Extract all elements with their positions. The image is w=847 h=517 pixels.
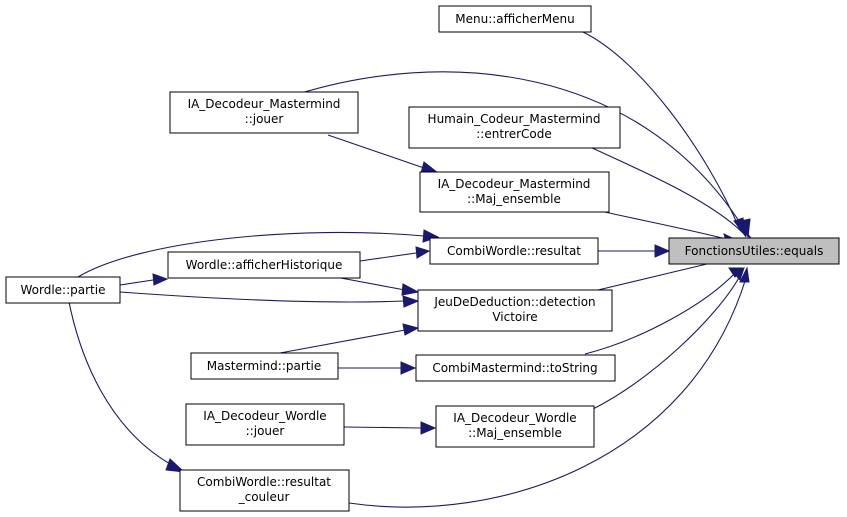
node-ia-decodeur-wordle-jouer[interactable]: IA_Decodeur_Wordle ::jouer [185, 403, 345, 446]
edge-cm-tostring-to-equals [584, 271, 737, 355]
node-label: Wordle::partie [21, 283, 106, 297]
node-label-line2: Victoire [492, 310, 537, 324]
edge-wordle-partie-to-historique [119, 279, 154, 286]
arrowhead [165, 458, 186, 473]
node-label-line1: IA_Decodeur_Wordle [203, 409, 326, 423]
node-ia-decodeur-wordle-maj-ensemble[interactable]: IA_Decodeur_Wordle ::Maj_ensemble [435, 405, 595, 448]
node-label: CombiWordle::resultat [447, 244, 581, 258]
arrowhead [400, 361, 417, 375]
node-combimastermind-tostring[interactable]: CombiMastermind::toString [415, 354, 616, 382]
arrowhead [732, 267, 745, 281]
node-label-line2: ::Maj_ensemble [468, 426, 562, 440]
node-ia-decodeur-mastermind-jouer[interactable]: IA_Decodeur_Mastermind ::jouer [169, 91, 359, 134]
node-jeudededuction-detectionvictoire[interactable]: JeuDeDeduction::detection Victoire [417, 289, 613, 332]
arrowhead [420, 161, 440, 174]
node-label-line2: ::jouer [246, 424, 285, 438]
arrowhead [401, 283, 420, 296]
node-humain-codeur-mastermind-entrercode[interactable]: Humain_Codeur_Mastermind ::entrerCode [408, 106, 621, 149]
edge-wordle-partie-to-cw-couleur [67, 296, 173, 466]
edge-menu-to-equals [582, 31, 741, 231]
node-label-line1: CombiWordle::resultat [197, 475, 331, 489]
node-wordle-partie[interactable]: Wordle::partie [5, 276, 121, 304]
arrowhead [739, 266, 750, 283]
node-mastermind-partie[interactable]: Mastermind::partie [190, 352, 339, 380]
node-fonctionsutiles-equals[interactable]: FonctionsUtiles::equals [668, 237, 840, 265]
arrowhead [402, 323, 420, 336]
edge-wordle-partie-to-cw-resultat [77, 231, 425, 278]
edges-layer [67, 31, 747, 508]
node-label-line1: IA_Decodeur_Mastermind [438, 177, 591, 191]
edge-wordle-partie-to-detection [119, 291, 405, 303]
arrowhead [402, 295, 420, 308]
node-label-line1: IA_Decodeur_Mastermind [188, 97, 341, 111]
node-label-line1: Humain_Codeur_Mastermind [428, 112, 601, 126]
edge-ia-w-maj-to-equals [592, 275, 741, 410]
arrowhead [415, 246, 431, 259]
nodes-layer: FonctionsUtiles::equals Menu::afficherMe… [5, 5, 840, 512]
node-label: Wordle::afficherHistorique [186, 258, 343, 272]
edge-mm-partie-to-detection [279, 329, 406, 354]
node-label: CombiMastermind::toString [432, 361, 597, 375]
edge-ia-mm-jouer-to-maj [327, 134, 425, 169]
edge-ia-mm-maj-to-equals [599, 210, 731, 241]
node-label: Mastermind::partie [207, 359, 321, 373]
arrowhead [740, 218, 751, 239]
node-wordle-afficherhistorique[interactable]: Wordle::afficherHistorique [167, 251, 361, 279]
node-combiwordle-resultat-couleur[interactable]: CombiWordle::resultat _couleur [179, 469, 350, 512]
node-label: FonctionsUtiles::equals [685, 244, 824, 258]
node-label: Menu::afficherMenu [455, 12, 574, 26]
edge-ia-w-jouer-to-maj [343, 426, 422, 429]
node-label-line1: IA_Decodeur_Wordle [453, 411, 576, 425]
arrowhead [420, 421, 437, 435]
node-ia-decodeur-mastermind-maj-ensemble[interactable]: IA_Decodeur_Mastermind ::Maj_ensemble [419, 171, 610, 213]
edge-humain-to-equals [589, 146, 744, 234]
arrowhead [654, 244, 671, 258]
node-menu-affichermenu[interactable]: Menu::afficherMenu [438, 5, 592, 33]
arrowhead [738, 222, 752, 239]
arrowhead [152, 273, 169, 286]
edge-ia-mm-jouer-to-equals [297, 71, 747, 233]
node-label-line1: JeuDeDeduction::detection [433, 295, 595, 309]
edge-cw-couleur-to-equals [348, 277, 747, 508]
node-label-line2: _couleur [238, 490, 290, 504]
node-label-line2: ::jouer [245, 112, 284, 126]
node-label-line2: ::entrerCode [476, 127, 552, 141]
edge-historique-to-cw-resultat [359, 252, 417, 262]
node-combiwordle-resultat[interactable]: CombiWordle::resultat [429, 237, 599, 265]
node-label-line2: ::Maj_ensemble [467, 192, 561, 206]
